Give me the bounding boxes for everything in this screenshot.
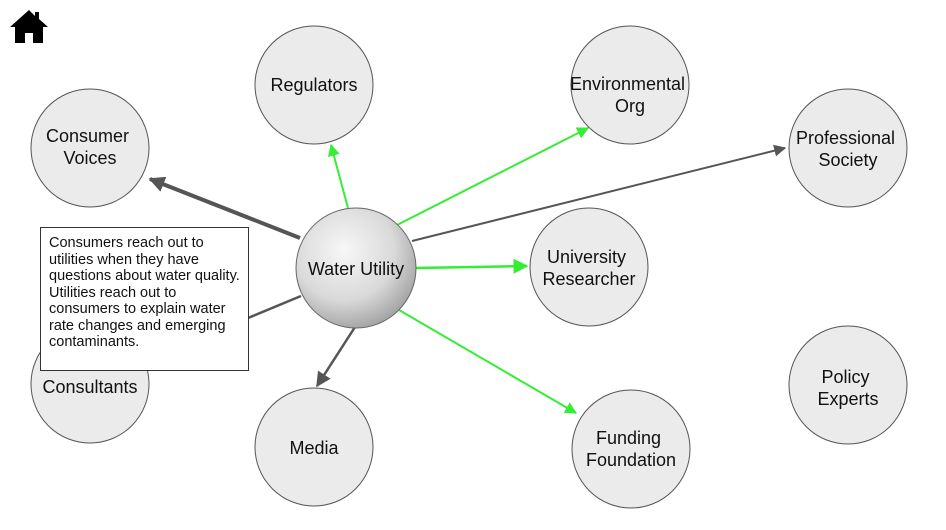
node-consultants-label: Consultants <box>42 377 137 397</box>
home-button[interactable] <box>8 8 50 46</box>
node-regulators-label: Regulators <box>270 75 357 95</box>
consumer-voices-tooltip: Consumers reach out to utilities when th… <box>40 227 249 371</box>
edge-environmental-org[interactable] <box>396 127 590 226</box>
edge-university-researcher[interactable] <box>414 258 529 274</box>
node-environmental-org-label: Environmental Org <box>570 74 690 116</box>
node-policy-experts[interactable]: Policy Experts <box>788 325 908 445</box>
node-water-utility-label: Water Utility <box>308 259 404 279</box>
node-water-utility[interactable]: Water Utility <box>295 207 417 329</box>
node-consumer-voices[interactable]: Consumer Voices <box>30 88 150 208</box>
tooltip-text: Consumers reach out to utilities when th… <box>49 235 240 350</box>
node-funding-foundation-label: Funding Foundation <box>586 428 676 470</box>
node-university-researcher-label: University Researcher <box>542 247 635 289</box>
node-funding-foundation[interactable]: Funding Foundation <box>571 389 691 509</box>
node-professional-society[interactable]: Professional Society <box>788 88 908 208</box>
node-media-label: Media <box>289 438 339 458</box>
edge-funding-foundation[interactable] <box>398 309 578 414</box>
node-regulators[interactable]: Regulators <box>254 25 374 145</box>
edge-professional-society[interactable] <box>411 144 787 242</box>
node-policy-experts-label: Policy Experts <box>817 367 878 409</box>
edge-media[interactable] <box>315 326 357 388</box>
node-consumer-voices-label: Consumer Voices <box>46 126 134 168</box>
node-media[interactable]: Media <box>254 387 374 507</box>
edge-consumer-voices[interactable] <box>148 176 301 240</box>
home-icon <box>10 10 48 43</box>
node-professional-society-label: Professional Society <box>796 128 900 170</box>
node-university-researcher[interactable]: University Researcher <box>529 207 649 327</box>
edge-consultants[interactable] <box>247 294 302 320</box>
edge-regulators[interactable] <box>328 143 349 209</box>
node-environmental-org[interactable]: Environmental Org <box>570 25 690 145</box>
